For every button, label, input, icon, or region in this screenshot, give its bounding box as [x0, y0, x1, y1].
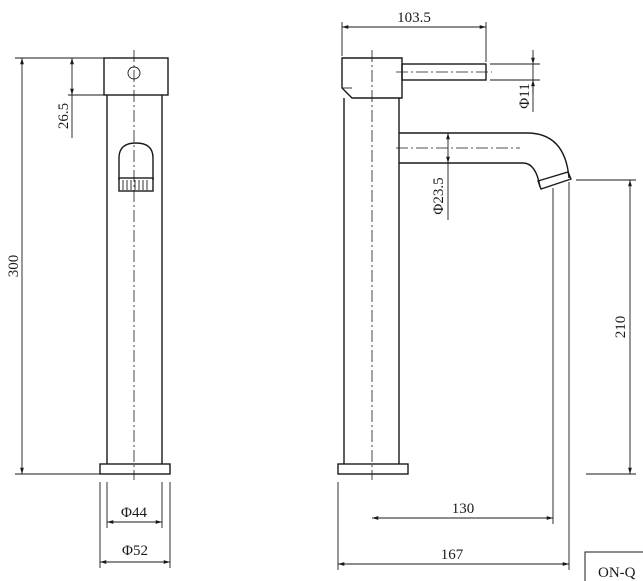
dim-total-height: 300	[6, 255, 22, 278]
front-view	[99, 50, 171, 480]
dim-handle-width: 103.5	[397, 10, 431, 26]
dim-spout-reach: 130	[452, 501, 475, 517]
side-base	[337, 463, 409, 475]
spout-outlet	[537, 171, 572, 190]
side-view	[337, 50, 572, 480]
dim-total-depth: 167	[441, 547, 464, 563]
dim-spout-height: 210	[613, 316, 629, 339]
spout-bottom-edge	[399, 162, 541, 188]
dim-body-dia: Φ44	[121, 505, 147, 521]
aerator-lines	[122, 180, 148, 190]
front-spout-outlet	[118, 142, 154, 180]
title-block: ON-Q	[584, 551, 643, 581]
dim-spout-dia: Φ23.5	[431, 177, 447, 214]
spout-top-edge	[399, 132, 570, 179]
front-dimensions: 300 26.5 Φ44 Φ52	[6, 57, 171, 568]
side-handle-block	[341, 57, 403, 99]
title-code: ON-Q	[598, 565, 636, 581]
front-base	[99, 463, 171, 475]
dim-lever-dia: Φ11	[517, 83, 533, 108]
front-handle-block	[103, 57, 169, 96]
side-dimensions: 103.5 Φ11 Φ23.5 210 130 167	[337, 10, 636, 570]
dim-top-handle-height: 26.5	[56, 103, 72, 129]
dim-base-dia: Φ52	[122, 543, 148, 559]
front-aerator	[118, 177, 154, 192]
